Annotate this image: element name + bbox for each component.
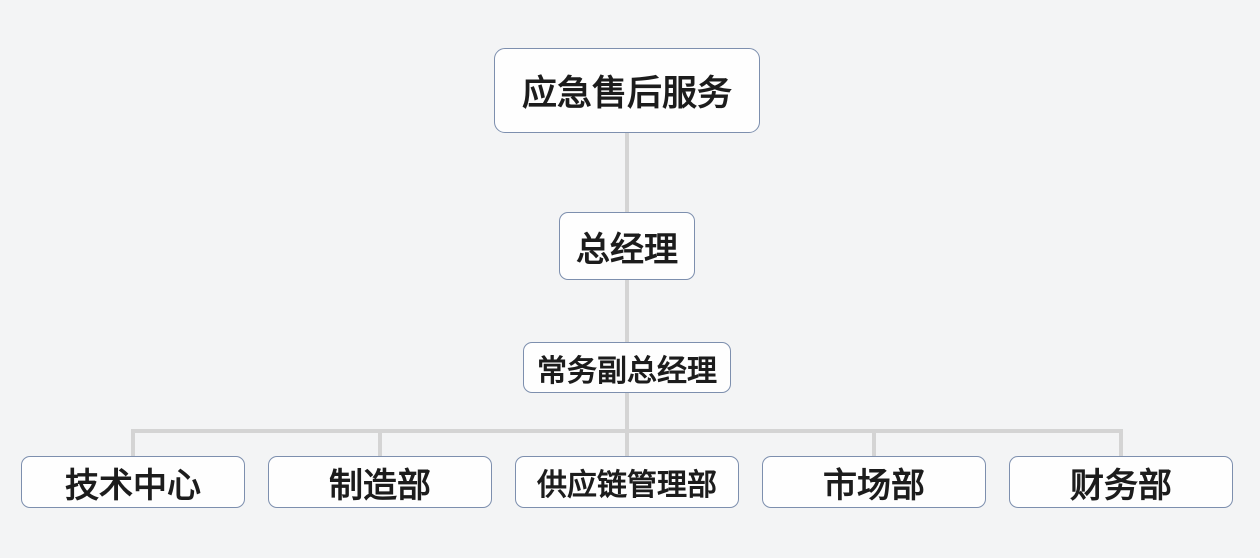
connector-horizontal-bus <box>131 429 1123 433</box>
org-node-tech-center: 技术中心 <box>21 456 245 508</box>
org-node-manufacturing-label: 制造部 <box>329 466 431 505</box>
org-node-finance: 财务部 <box>1009 456 1233 508</box>
org-node-general-manager: 总经理 <box>559 212 695 280</box>
org-node-root: 应急售后服务 <box>494 48 760 133</box>
org-node-general-manager-label: 总经理 <box>576 230 678 269</box>
connector-drop-tech-center <box>131 429 135 456</box>
connector-drop-finance <box>1119 429 1123 456</box>
org-node-marketing: 市场部 <box>762 456 986 508</box>
org-node-supply-chain: 供应链管理部 <box>515 456 739 508</box>
org-node-deputy-general-manager: 常务副总经理 <box>523 342 731 393</box>
connector-dgm-to-bus <box>625 393 629 456</box>
org-node-root-label: 应急售后服务 <box>521 74 732 113</box>
connector-gm-to-dgm <box>625 280 629 342</box>
org-node-supply-chain-label: 供应链管理部 <box>537 469 717 502</box>
connector-drop-marketing <box>872 429 876 456</box>
org-node-manufacturing: 制造部 <box>268 456 492 508</box>
connector-drop-manufacturing <box>378 429 382 456</box>
org-node-deputy-general-manager-label: 常务副总经理 <box>537 354 717 388</box>
org-node-marketing-label: 市场部 <box>823 466 925 505</box>
org-node-finance-label: 财务部 <box>1070 466 1172 505</box>
connector-root-to-gm <box>625 133 629 212</box>
org-node-tech-center-label: 技术中心 <box>65 466 201 505</box>
